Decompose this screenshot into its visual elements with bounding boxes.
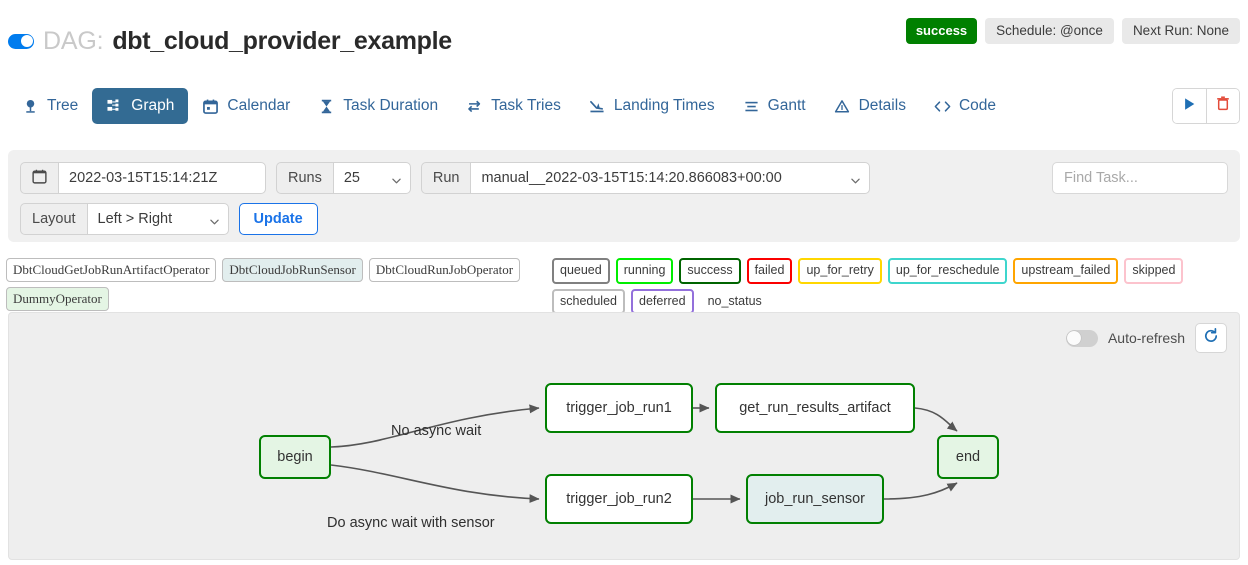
graph-node-end[interactable]: end: [937, 435, 999, 479]
calendar-picker-button[interactable]: [20, 162, 58, 194]
update-button[interactable]: Update: [238, 203, 318, 235]
operator-legend: DbtCloudGetJobRunArtifactOperator DbtClo…: [6, 258, 546, 316]
legend-state-no-status[interactable]: no_status: [707, 293, 762, 308]
tab-label: Gantt: [767, 97, 806, 114]
legend-state-up-for-reschedule[interactable]: up_for_reschedule: [887, 258, 1008, 284]
legend-state-success[interactable]: success: [679, 258, 741, 284]
graph-node-trigger-job-run1[interactable]: trigger_job_run1: [545, 383, 693, 433]
gantt-icon: [743, 98, 760, 115]
filter-bar: 2022-03-15T15:14:21Z Runs 25 Run manual_…: [8, 150, 1240, 242]
calendar-icon: [32, 169, 47, 188]
tab-label: Landing Times: [613, 97, 715, 114]
tab-label: Tree: [47, 97, 79, 114]
legend-operator[interactable]: DummyOperator: [6, 287, 109, 311]
tab-label: Calendar: [227, 97, 291, 114]
graph-node-trigger-job-run2[interactable]: trigger_job_run2: [545, 474, 693, 524]
layout-value: Left > Right: [97, 211, 173, 227]
legend-state-upstream-failed[interactable]: upstream_failed: [1013, 258, 1119, 284]
delete-dag-button[interactable]: [1206, 89, 1239, 123]
filter-row-top: 2022-03-15T15:14:21Z Runs 25 Run manual_…: [20, 162, 1228, 194]
page-header: DAG: dbt_cloud_provider_example success …: [0, 0, 1248, 72]
layout-group: Layout Left > Right: [20, 203, 229, 235]
num-runs-value: 25: [343, 170, 360, 186]
legend-state-skipped[interactable]: skipped: [1124, 258, 1184, 284]
calendar-icon: [202, 98, 219, 115]
graph-icon: [106, 98, 123, 115]
tab-label: Task Duration: [343, 97, 439, 114]
legend-state-scheduled[interactable]: scheduled: [552, 288, 625, 314]
tab-code[interactable]: Code: [920, 88, 1010, 124]
refresh-icon: [1203, 327, 1219, 349]
legend-state-running[interactable]: running: [615, 258, 674, 284]
tab-label: Code: [958, 97, 997, 114]
graph-node-get-run-results-artifact[interactable]: get_run_results_artifact: [715, 383, 915, 433]
graph-panel: Auto-refresh begin: [8, 312, 1240, 560]
retry-icon: [466, 98, 483, 115]
refresh-controls: Auto-refresh: [1065, 323, 1227, 353]
dag-pause-toggle[interactable]: [8, 33, 34, 49]
chevron-down-icon: [851, 174, 861, 184]
run-value: manual__2022-03-15T15:14:20.866083+00:00: [481, 170, 782, 186]
legend-state-failed[interactable]: failed: [746, 258, 793, 284]
code-icon: [934, 98, 951, 115]
tab-landing-times[interactable]: Landing Times: [575, 88, 729, 124]
view-tabs: Tree Graph Calendar Task Duration: [0, 82, 1248, 130]
layout-select[interactable]: Left > Right: [86, 203, 229, 235]
graph-edge-label: Do async wait with sensor: [327, 515, 495, 531]
dag-name: dbt_cloud_provider_example: [112, 26, 452, 55]
tab-details[interactable]: Details: [820, 88, 920, 124]
dag-action-buttons: [1172, 88, 1240, 124]
tab-label: Details: [858, 97, 906, 114]
auto-refresh-label: Auto-refresh: [1107, 330, 1185, 346]
trash-icon: [1216, 96, 1230, 116]
trigger-dag-button[interactable]: [1173, 89, 1206, 123]
find-task-input[interactable]: Find Task...: [1052, 162, 1228, 194]
tab-task-duration[interactable]: Task Duration: [304, 88, 452, 124]
legend-state-deferred[interactable]: deferred: [631, 288, 694, 314]
run-select[interactable]: manual__2022-03-15T15:14:20.866083+00:00: [470, 162, 871, 194]
triangle-info-icon: [834, 98, 851, 115]
graph-edges: [330, 403, 958, 504]
graph-node-job-run-sensor[interactable]: job_run_sensor: [746, 474, 884, 524]
schedule-badge: Schedule: @once: [985, 18, 1114, 44]
tab-graph[interactable]: Graph: [92, 88, 189, 124]
state-legend: queued running success failed up_for_ret…: [552, 258, 1248, 319]
run-label: Run: [420, 162, 471, 194]
play-icon: [1183, 97, 1196, 116]
dag-label: DAG:: [43, 26, 104, 55]
legend-operator[interactable]: DbtCloudJobRunSensor: [222, 258, 363, 282]
tab-label: Task Tries: [491, 97, 561, 114]
num-runs-select[interactable]: 25: [332, 162, 411, 194]
runs-label: Runs: [276, 162, 333, 194]
num-runs-group: Runs 25: [276, 162, 411, 194]
legend-operator[interactable]: DbtCloudRunJobOperator: [368, 258, 521, 282]
chevron-down-icon: [209, 215, 219, 225]
tab-task-tries[interactable]: Task Tries: [452, 88, 575, 124]
tab-gantt[interactable]: Gantt: [729, 88, 820, 124]
dag-title: DAG: dbt_cloud_provider_example: [0, 27, 452, 56]
base-date-input[interactable]: 2022-03-15T15:14:21Z: [58, 162, 266, 194]
legend-state-queued[interactable]: queued: [552, 258, 610, 284]
run-group: Run manual__2022-03-15T15:14:20.866083+0…: [420, 162, 871, 194]
base-date-group: 2022-03-15T15:14:21Z: [20, 162, 266, 194]
auto-refresh-toggle[interactable]: [1065, 329, 1098, 347]
chevron-down-icon: [392, 174, 401, 184]
filter-row-bottom: Layout Left > Right Update: [20, 203, 1228, 235]
legend-state-up-for-retry[interactable]: up_for_retry: [798, 258, 882, 284]
next-run-badge: Next Run: None: [1121, 18, 1240, 44]
tab-tree[interactable]: Tree: [8, 88, 92, 124]
hourglass-icon: [318, 98, 335, 115]
landing-icon: [589, 98, 606, 115]
tree-icon: [22, 98, 39, 115]
refresh-button[interactable]: [1195, 323, 1227, 353]
graph-node-begin[interactable]: begin: [259, 435, 331, 479]
tab-calendar[interactable]: Calendar: [188, 88, 304, 124]
tab-label: Graph: [131, 97, 175, 114]
legend-operator[interactable]: DbtCloudGetJobRunArtifactOperator: [6, 258, 217, 282]
layout-label: Layout: [20, 203, 87, 235]
graph-canvas[interactable]: begin trigger_job_run1 get_run_results_a…: [9, 313, 1239, 559]
status-badge: success: [905, 18, 978, 44]
header-badges: success Schedule: @once Next Run: None: [905, 18, 1240, 44]
graph-edge-label: No async wait: [391, 423, 482, 439]
